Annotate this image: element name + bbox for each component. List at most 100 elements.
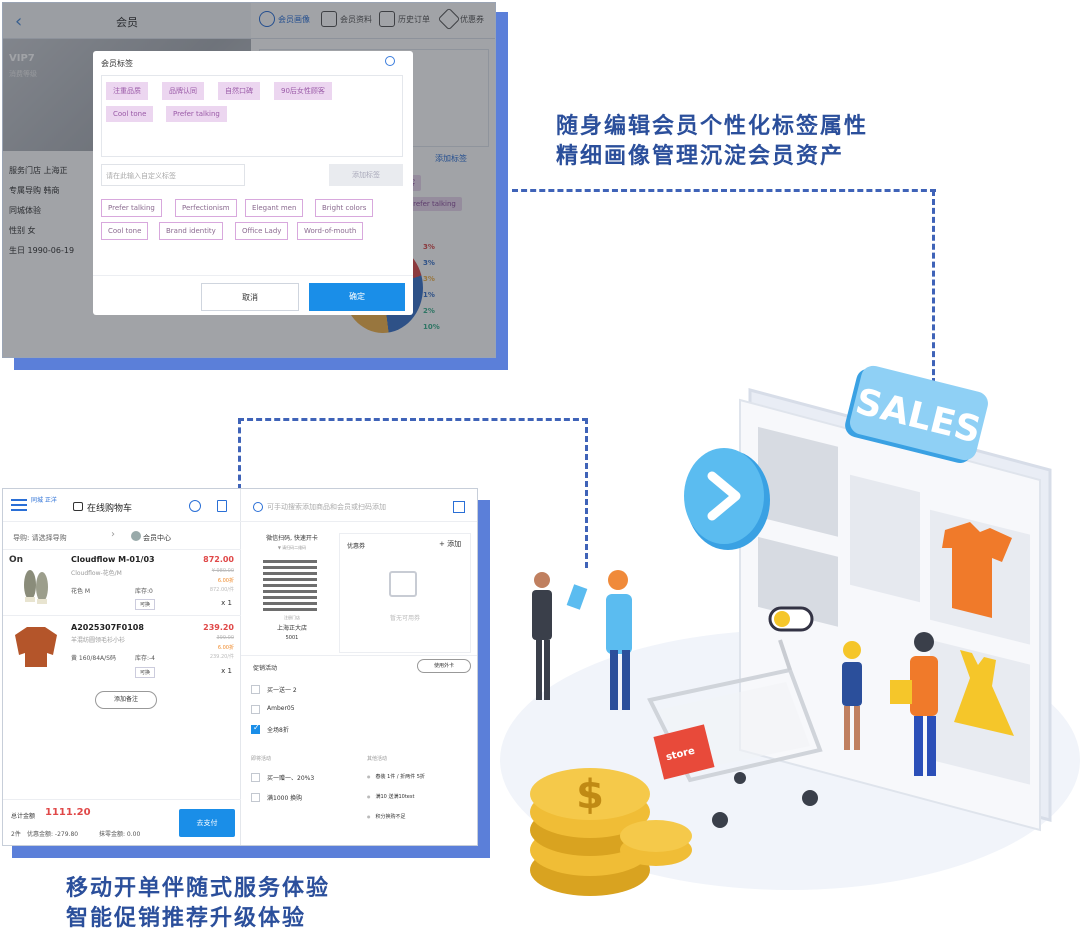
selected-tag[interactable]: 自然口碑	[218, 82, 260, 100]
connector-dash	[512, 189, 936, 192]
promo-label: 满1000 换购	[267, 795, 303, 802]
dress-icon	[954, 650, 1014, 736]
pause-icon[interactable]	[189, 500, 201, 512]
pie-pct: 3%	[423, 243, 435, 251]
empty-coupon-icon	[389, 571, 417, 597]
selected-tag[interactable]: Prefer talking	[166, 106, 227, 122]
total-label: 总计金额	[11, 813, 36, 820]
selected-tag[interactable]: 注重品质	[106, 82, 148, 100]
menu-icon[interactable]	[11, 499, 27, 511]
tag-option[interactable]: Office Lady	[235, 222, 289, 240]
add-tag-link[interactable]: 添加标签	[435, 154, 467, 163]
promo-checkbox[interactable]	[251, 685, 260, 694]
qr-sub: ▼ 请扫码二维码	[277, 545, 307, 550]
item-qty: x 1	[221, 667, 232, 675]
item-qty: x 1	[221, 599, 232, 607]
item-stock: 库存:-4	[135, 655, 156, 662]
item-exchange-select[interactable]: 可换	[135, 599, 156, 610]
sales-sign: SALES	[845, 365, 988, 464]
total-amount: 1111.20	[45, 807, 91, 818]
tshirt-icon	[942, 522, 1012, 618]
add-coupon-button[interactable]: + 添加	[439, 540, 462, 548]
tab-history[interactable]: 历史订单	[379, 11, 430, 27]
cart-panel: 同城 正洋 在线购物车 导购: 请选择导购 › 会员中心 On Cloudflo…	[3, 489, 241, 845]
cart-title: 在线购物车	[87, 504, 133, 514]
tag-dialog: 会员标签 注重品质 品牌认同 自然口碑 90后女性顾客 Cool tone Pr…	[93, 51, 413, 315]
tab-label: 优惠券	[460, 14, 484, 24]
promo-label: 全场8折	[267, 727, 289, 734]
item-count: 2件	[11, 831, 21, 838]
divider	[241, 521, 477, 522]
tag-option[interactable]: Elegant men	[245, 199, 304, 217]
section-upcoming: 即将活动	[251, 756, 272, 762]
wipe-amount: 抹零金额: 0.00	[99, 831, 141, 838]
tab-label: 历史订单	[398, 14, 430, 24]
tab-profile[interactable]: 会员资料	[321, 11, 372, 27]
vip-sub: 消费等级	[9, 70, 37, 78]
item-price[interactable]: 239.20	[203, 623, 234, 632]
coupon-title: 优惠券	[347, 543, 366, 550]
page-title: 会员	[116, 16, 138, 29]
selected-tag[interactable]: 90后女性顾客	[274, 82, 332, 100]
tag-option[interactable]: Perfectionism	[175, 199, 237, 217]
promo-checkbox[interactable]	[251, 773, 260, 782]
section-other: 其他活动	[367, 756, 388, 762]
item-name: A2025307F0108	[71, 623, 144, 632]
custom-tag-input[interactable]: 请在此输入自定义标签	[101, 164, 245, 186]
item-name: Cloudflow M-01/03	[71, 555, 155, 564]
item-sub: 羊混纺圆领毛衫小衫	[71, 637, 126, 644]
search-icon	[253, 502, 263, 512]
cancel-button[interactable]: 取消	[201, 283, 299, 311]
item-orig-price: 399.00	[216, 635, 235, 641]
shopping-cart-icon: store	[647, 639, 823, 828]
add-tag-button[interactable]: 添加标签	[329, 164, 403, 186]
brand-mark: On	[9, 555, 24, 565]
gear-icon[interactable]	[385, 56, 395, 66]
trash-icon[interactable]	[217, 500, 227, 512]
tab-portrait[interactable]: 会员画像	[259, 11, 310, 27]
item-orig-price: ¥ 980.00	[211, 568, 234, 574]
tag-option[interactable]: Bright colors	[315, 199, 374, 217]
promo-checkbox[interactable]	[251, 705, 260, 714]
divider	[3, 521, 241, 522]
divider	[3, 799, 241, 800]
top-caption: 随身编辑会员个性化标签属性 精细画像管理沉淀会员资产	[556, 112, 868, 172]
bottom-caption: 移动开单伴随式服务体验 智能促销推荐升级体验	[66, 874, 330, 934]
tag-option[interactable]: Brand identity	[159, 222, 223, 240]
coupon-empty-text: 暂无可用券	[389, 615, 420, 622]
use-card-button[interactable]: 使用外卡	[417, 659, 471, 673]
info-city: 同城体验	[9, 206, 41, 215]
tag-option[interactable]: Prefer talking	[101, 199, 162, 217]
item-exchange-select[interactable]: 可换	[135, 667, 156, 678]
tag-option[interactable]: Word-of-mouth	[297, 222, 364, 240]
tag-option[interactable]: Cool tone	[101, 222, 149, 240]
member-center-link[interactable]: 会员中心	[143, 534, 171, 542]
pie-pct: 1%	[423, 291, 435, 299]
confirm-button[interactable]: 确定	[309, 283, 405, 311]
guide-select[interactable]: 导购: 请选择导购	[13, 534, 67, 542]
divider	[241, 655, 477, 656]
discount-amount: 优惠金额: -279.80	[27, 831, 79, 838]
connector-dash	[238, 418, 588, 421]
selected-tag[interactable]: 品牌认同	[162, 82, 204, 100]
add-note-button[interactable]: 添加备注	[95, 691, 157, 709]
item-price[interactable]: 872.00	[203, 555, 234, 564]
pay-button[interactable]: 去支付	[179, 809, 235, 837]
promo-title: 促销活动	[253, 665, 278, 672]
scan-icon[interactable]	[453, 501, 465, 513]
coins-icon: $	[530, 768, 692, 896]
divider	[3, 549, 241, 550]
item-unit: 872.00/件	[209, 587, 234, 593]
tab-coupons[interactable]: 优惠券	[437, 7, 484, 31]
dialog-title: 会员标签	[101, 59, 133, 68]
pos-screen: 同城 正洋 在线购物车 导购: 请选择导购 › 会员中心 On Cloudflo…	[2, 488, 478, 846]
search-input[interactable]: 可手动搜索添加商品和会员或扫码添加	[267, 503, 386, 511]
promo-label: 买一赠一、20%3	[267, 775, 315, 782]
sweater-image	[15, 627, 57, 667]
promo-checkbox[interactable]	[251, 793, 260, 802]
selected-tag[interactable]: Cool tone	[106, 106, 154, 122]
side-tag: Prefer talking	[403, 197, 462, 211]
back-icon[interactable]: ‹	[15, 11, 23, 32]
promo-checkbox[interactable]	[251, 723, 260, 734]
caption-line: 智能促销推荐升级体验	[66, 906, 307, 931]
